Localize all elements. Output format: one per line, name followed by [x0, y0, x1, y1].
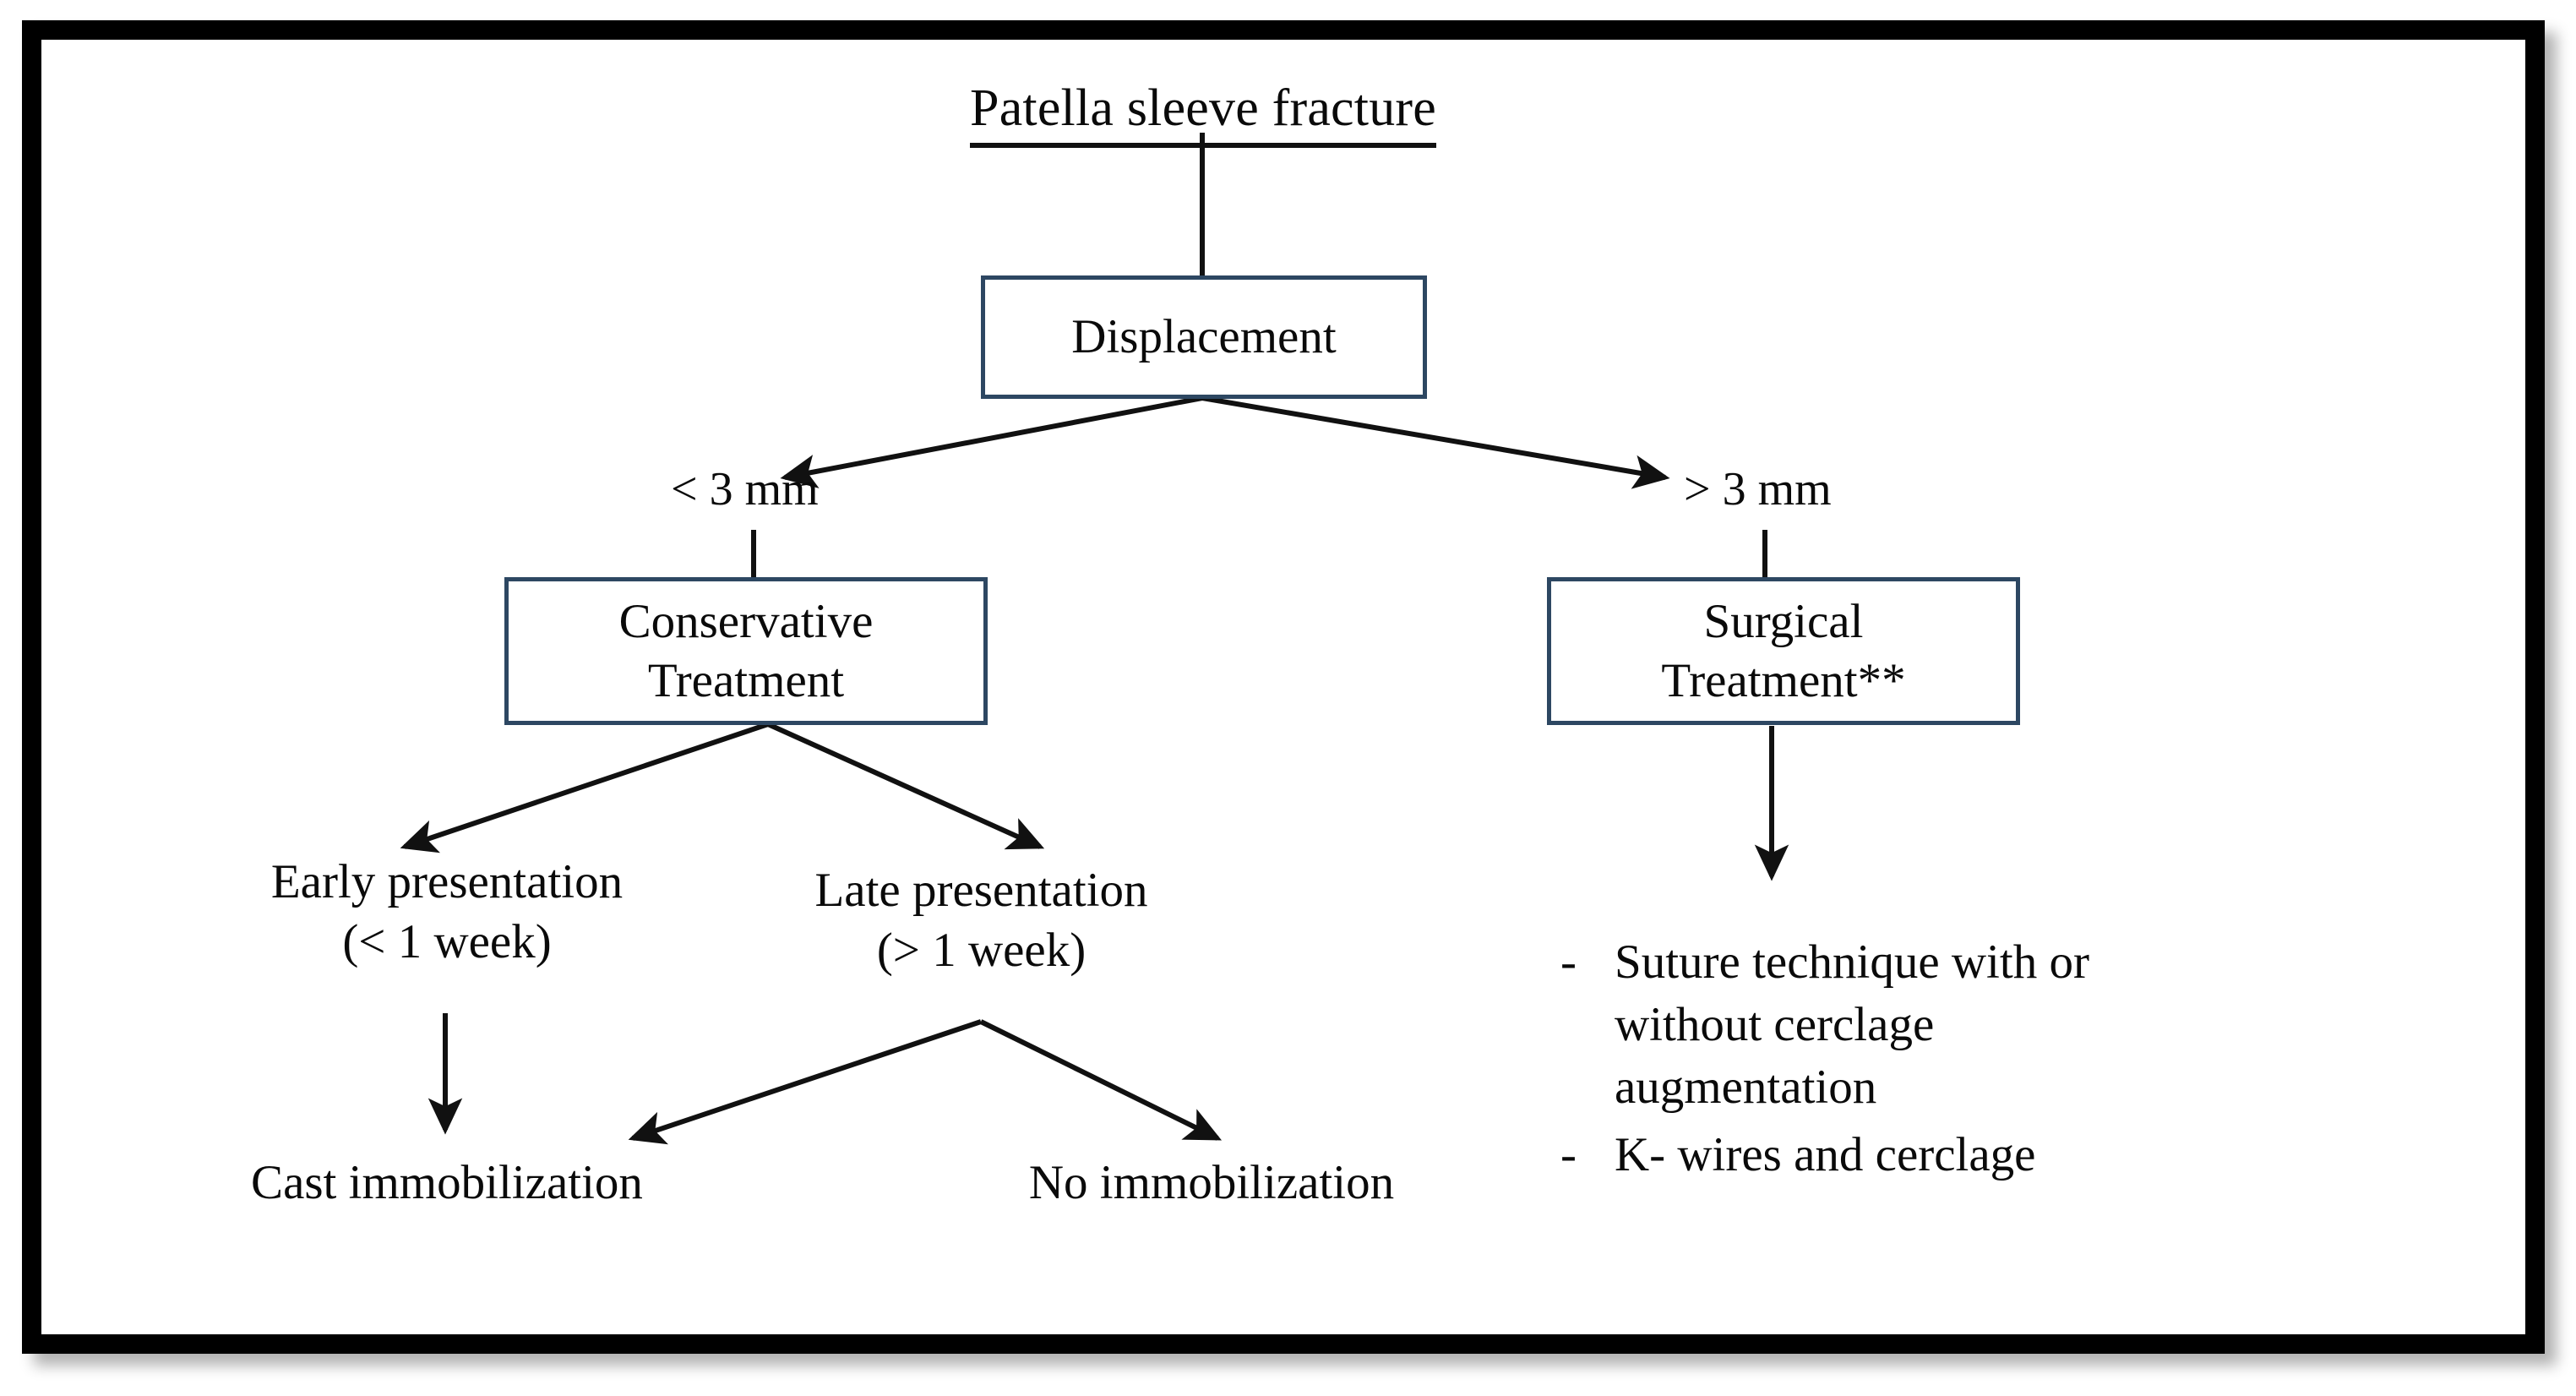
edge-label-greater-than-3mm: > 3 mm: [1684, 463, 1832, 515]
edge-displacement-to-left: [780, 395, 1203, 488]
node-conservative-treatment-label: Conservative Treatment: [618, 594, 874, 707]
edge-displacement-to-right: [1201, 395, 1670, 489]
edge-label-less-than-3mm: < 3 mm: [671, 463, 819, 515]
edge-late-to-no-immobilization: [979, 1019, 1223, 1141]
node-no-immobilization: No immobilization: [1028, 1156, 1395, 1209]
list-item: - K- wires and cerclage: [1554, 1124, 2458, 1186]
node-cast-immobilization: Cast immobilization: [251, 1156, 643, 1209]
node-conservative-treatment[interactable]: Conservative Treatment: [504, 577, 988, 725]
surgical-options-list: - Suture technique with or without cercl…: [1554, 931, 2458, 1192]
surgical-option-1: Suture technique with or without cerclag…: [1615, 935, 2089, 1115]
edge-conservative-to-early: [400, 722, 769, 853]
node-late-presentation: Late presentation (> 1 week): [814, 864, 1148, 977]
node-displacement-label: Displacement: [1071, 310, 1337, 364]
flowchart-canvas: Patella sleeve fracture Displacement < 3…: [41, 40, 2525, 1334]
figure-frame: Patella sleeve fracture Displacement < 3…: [22, 20, 2545, 1354]
edge-late-to-cast: [628, 1019, 982, 1145]
surgical-option-2: K- wires and cerclage: [1615, 1128, 2036, 1182]
edge-conservative-to-late: [766, 722, 1045, 850]
dash-bullet-icon: -: [1560, 935, 1577, 989]
node-surgical-treatment-label: Surgical Treatment**: [1661, 594, 1906, 707]
page-title-text: Patella sleeve fracture: [970, 78, 1436, 149]
page-title: Patella sleeve fracture: [768, 78, 1638, 149]
node-displacement[interactable]: Displacement: [981, 275, 1427, 399]
list-item: - Suture technique with or without cercl…: [1554, 931, 2458, 1119]
dash-bullet-icon: -: [1560, 1128, 1577, 1182]
node-early-presentation: Early presentation (< 1 week): [270, 855, 624, 968]
node-surgical-treatment[interactable]: Surgical Treatment**: [1547, 577, 2020, 725]
